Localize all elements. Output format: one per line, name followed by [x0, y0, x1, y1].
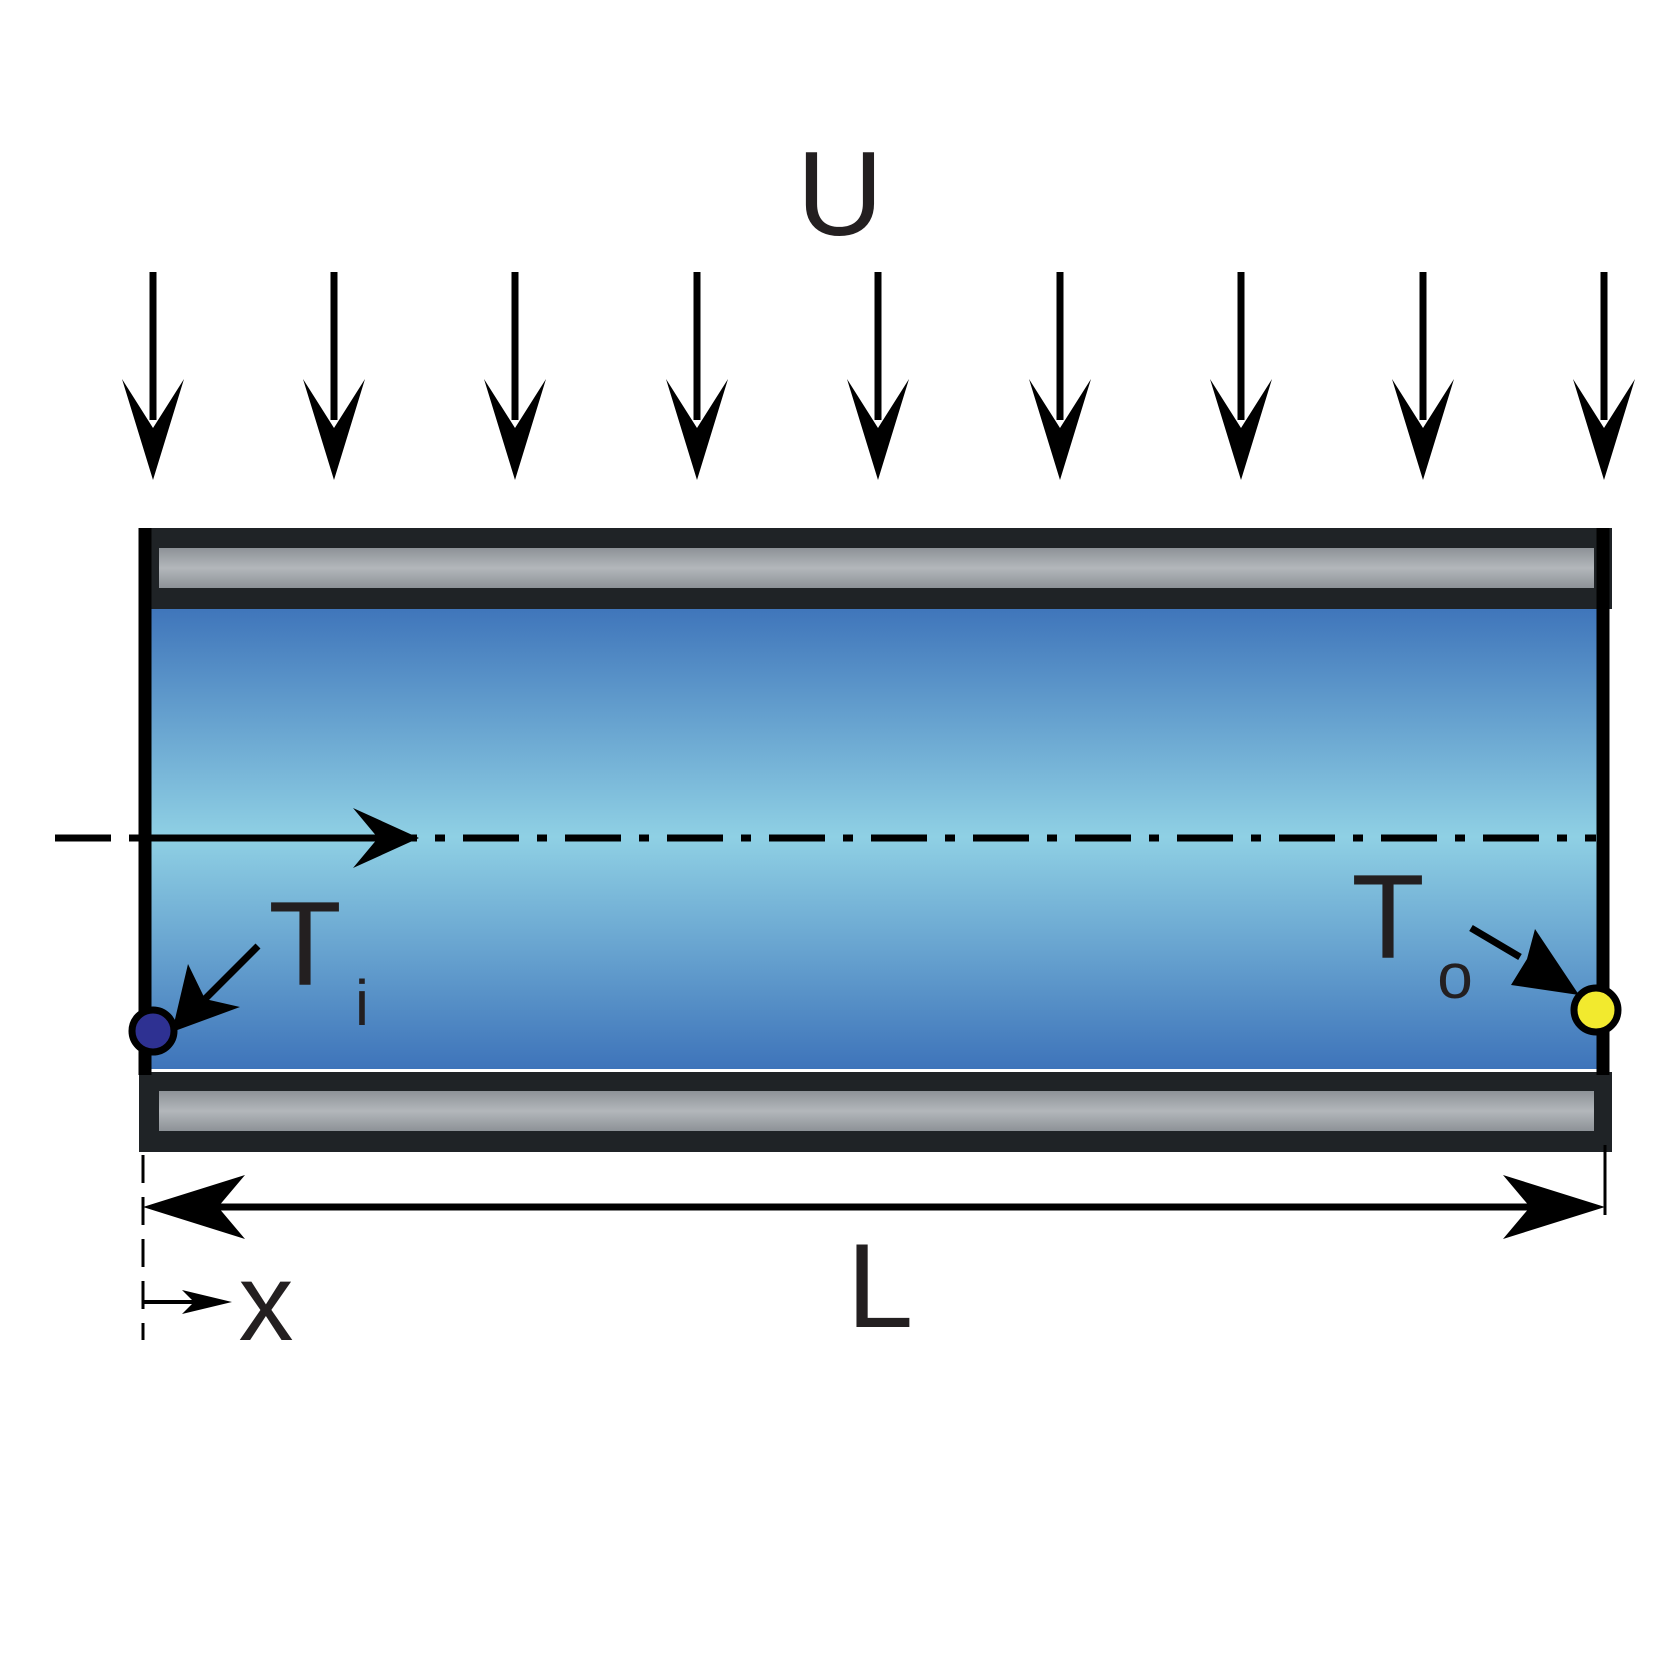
arrow-down-icon	[1573, 272, 1635, 480]
inlet-temperature-marker	[128, 943, 261, 1056]
label-T-inlet-subscript: i	[355, 967, 369, 1039]
label-T-outlet-subscript: o	[1437, 940, 1473, 1012]
heat-flux-arrows	[122, 272, 1635, 480]
arrow-down-icon	[847, 272, 909, 480]
arrow-down-icon	[1392, 272, 1454, 480]
pipe-wall-top	[139, 528, 1612, 609]
label-U: U	[797, 127, 884, 261]
inlet-point	[128, 1006, 178, 1056]
label-L: L	[847, 1219, 914, 1353]
outlet-point	[1570, 984, 1622, 1036]
arrow-down-icon	[303, 272, 365, 480]
pipe-wall-bottom	[139, 1072, 1612, 1152]
label-T-outlet: T	[1351, 850, 1424, 984]
axial-coordinate-arrow	[143, 1290, 232, 1314]
arrow-down-icon	[1029, 272, 1091, 480]
arrow-down-icon	[122, 272, 184, 480]
label-x: x	[239, 1241, 294, 1364]
arrow-down-icon	[666, 272, 728, 480]
flow-arrow	[130, 808, 419, 868]
arrow-down-icon	[1210, 272, 1272, 480]
arrow-down-icon	[484, 272, 546, 480]
length-dimension	[141, 1145, 1607, 1340]
outlet-temperature-marker	[1469, 924, 1622, 1036]
label-T-inlet: T	[268, 877, 341, 1011]
